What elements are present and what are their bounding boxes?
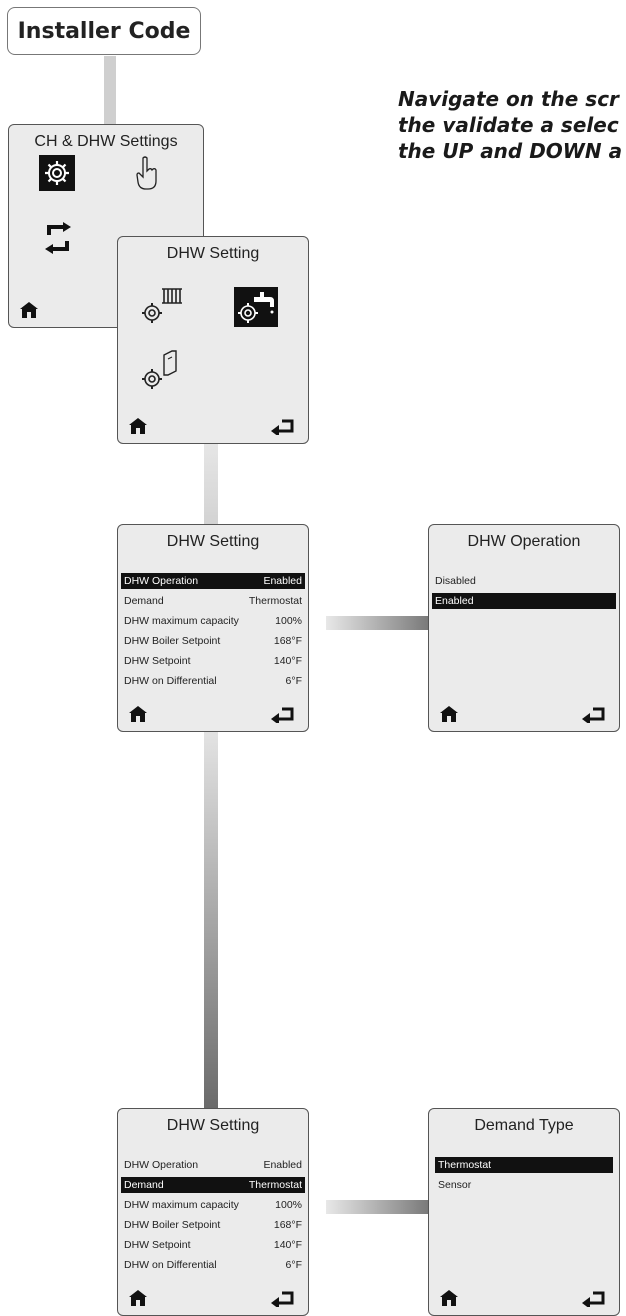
screen-dhw-setting-list: DHW Setting DHW Operation Enabled Demand T… [117, 1108, 309, 1316]
instruction-note: Navigate on the scr the validate a selec… [398, 86, 626, 164]
item-value: 168°F [273, 635, 302, 647]
tap-gear-icon[interactable] [234, 287, 278, 327]
list-item[interactable]: DHW maximum capacity 100% [121, 613, 305, 629]
list-item[interactable]: Sensor [435, 1177, 613, 1193]
screen-dhw-setting-icons: DHW Setting [117, 236, 309, 444]
item-label: DHW Setpoint [124, 1239, 191, 1251]
list-item[interactable]: DHW Operation Enabled [121, 573, 305, 589]
home-icon[interactable] [439, 705, 459, 723]
screen-title: DHW Setting [166, 533, 260, 550]
home-icon[interactable] [439, 1289, 459, 1307]
home-icon[interactable] [19, 301, 39, 319]
item-label: Demand [124, 1179, 164, 1191]
option-label: Enabled [435, 595, 474, 607]
tank-gear-icon[interactable] [140, 349, 184, 393]
installer-code-label: Installer Code [17, 18, 191, 44]
item-value: Enabled [263, 1159, 302, 1171]
home-icon[interactable] [128, 1289, 148, 1307]
option-label: Sensor [438, 1179, 472, 1191]
back-arrow-icon[interactable] [270, 417, 296, 435]
connector-line [326, 1200, 428, 1214]
list-item[interactable]: Demand Thermostat [121, 1177, 305, 1193]
list-item[interactable]: DHW Boiler Setpoint 168°F [121, 1217, 305, 1233]
connector-line [326, 616, 428, 630]
connector-line [204, 444, 218, 526]
screen-dhw-setting-list: DHW Setting DHW Operation Enabled Demand T… [117, 524, 309, 732]
back-arrow-icon[interactable] [581, 705, 607, 723]
back-arrow-icon[interactable] [270, 1289, 296, 1307]
home-icon[interactable] [128, 417, 148, 435]
list-item[interactable]: DHW on Differential 6°F [121, 1257, 305, 1273]
item-label: DHW Boiler Setpoint [124, 635, 221, 647]
item-label: DHW Setpoint [124, 655, 191, 667]
item-label: DHW maximum capacity [124, 615, 239, 627]
options-list: Disabled Enabled [432, 573, 616, 613]
item-label: DHW on Differential [124, 675, 217, 687]
list-item[interactable]: DHW Boiler Setpoint 168°F [121, 633, 305, 649]
refresh-icon[interactable] [43, 221, 73, 255]
item-label: DHW Operation [124, 1159, 199, 1171]
item-label: DHW Boiler Setpoint [124, 1219, 221, 1231]
item-value: 100% [275, 1199, 302, 1211]
screen-title: DHW Setting [166, 1117, 260, 1134]
note-line: Navigate on the scr [398, 87, 619, 111]
screen-title: CH & DHW Settings [34, 133, 178, 150]
list-item[interactable]: Enabled [432, 593, 616, 609]
screen-title: DHW Operation [467, 533, 581, 550]
installer-code-box: Installer Code [7, 7, 201, 55]
hand-pointer-icon[interactable] [134, 155, 160, 191]
screen-demand-type: Demand Type Thermostat Sensor [428, 1108, 620, 1316]
item-value: Enabled [263, 575, 302, 587]
note-line: the validate a selec [398, 113, 619, 137]
settings-list: DHW Operation Enabled Demand Thermostat DH… [121, 1157, 305, 1277]
back-arrow-icon[interactable] [270, 705, 296, 723]
item-value: Thermostat [248, 1179, 302, 1191]
settings-list: DHW Operation Enabled Demand Thermostat DH… [121, 573, 305, 693]
screen-ch-dhw-settings: CH & DHW Settings [8, 124, 204, 328]
list-item[interactable]: Disabled [432, 573, 616, 589]
option-label: Disabled [435, 575, 476, 587]
connector-line [204, 732, 218, 1110]
list-item[interactable]: DHW maximum capacity 100% [121, 1197, 305, 1213]
list-item[interactable]: DHW Setpoint 140°F [121, 653, 305, 669]
screen-dhw-operation: DHW Operation Disabled Enabled [428, 524, 620, 732]
item-value: 6°F [285, 1259, 302, 1271]
item-value: 140°F [273, 655, 302, 667]
gear-icon[interactable] [39, 155, 75, 191]
screen-title: DHW Setting [166, 245, 260, 262]
list-item[interactable]: Demand Thermostat [121, 593, 305, 609]
screen-title: Demand Type [474, 1117, 574, 1134]
item-value: Thermostat [248, 595, 302, 607]
list-item[interactable]: DHW Operation Enabled [121, 1157, 305, 1173]
item-value: 140°F [273, 1239, 302, 1251]
list-item[interactable]: DHW on Differential 6°F [121, 673, 305, 689]
radiator-gear-icon[interactable] [140, 285, 184, 325]
connector-line [104, 56, 116, 126]
item-value: 6°F [285, 675, 302, 687]
item-value: 100% [275, 615, 302, 627]
item-label: DHW Operation [124, 575, 199, 587]
item-label: DHW on Differential [124, 1259, 217, 1271]
item-label: Demand [124, 595, 164, 607]
back-arrow-icon[interactable] [581, 1289, 607, 1307]
options-list: Thermostat Sensor [435, 1157, 613, 1197]
home-icon[interactable] [128, 705, 148, 723]
list-item[interactable]: Thermostat [435, 1157, 613, 1173]
note-line: the UP and DOWN a [398, 139, 623, 163]
item-label: DHW maximum capacity [124, 1199, 239, 1211]
option-label: Thermostat [438, 1159, 492, 1171]
item-value: 168°F [273, 1219, 302, 1231]
list-item[interactable]: DHW Setpoint 140°F [121, 1237, 305, 1253]
